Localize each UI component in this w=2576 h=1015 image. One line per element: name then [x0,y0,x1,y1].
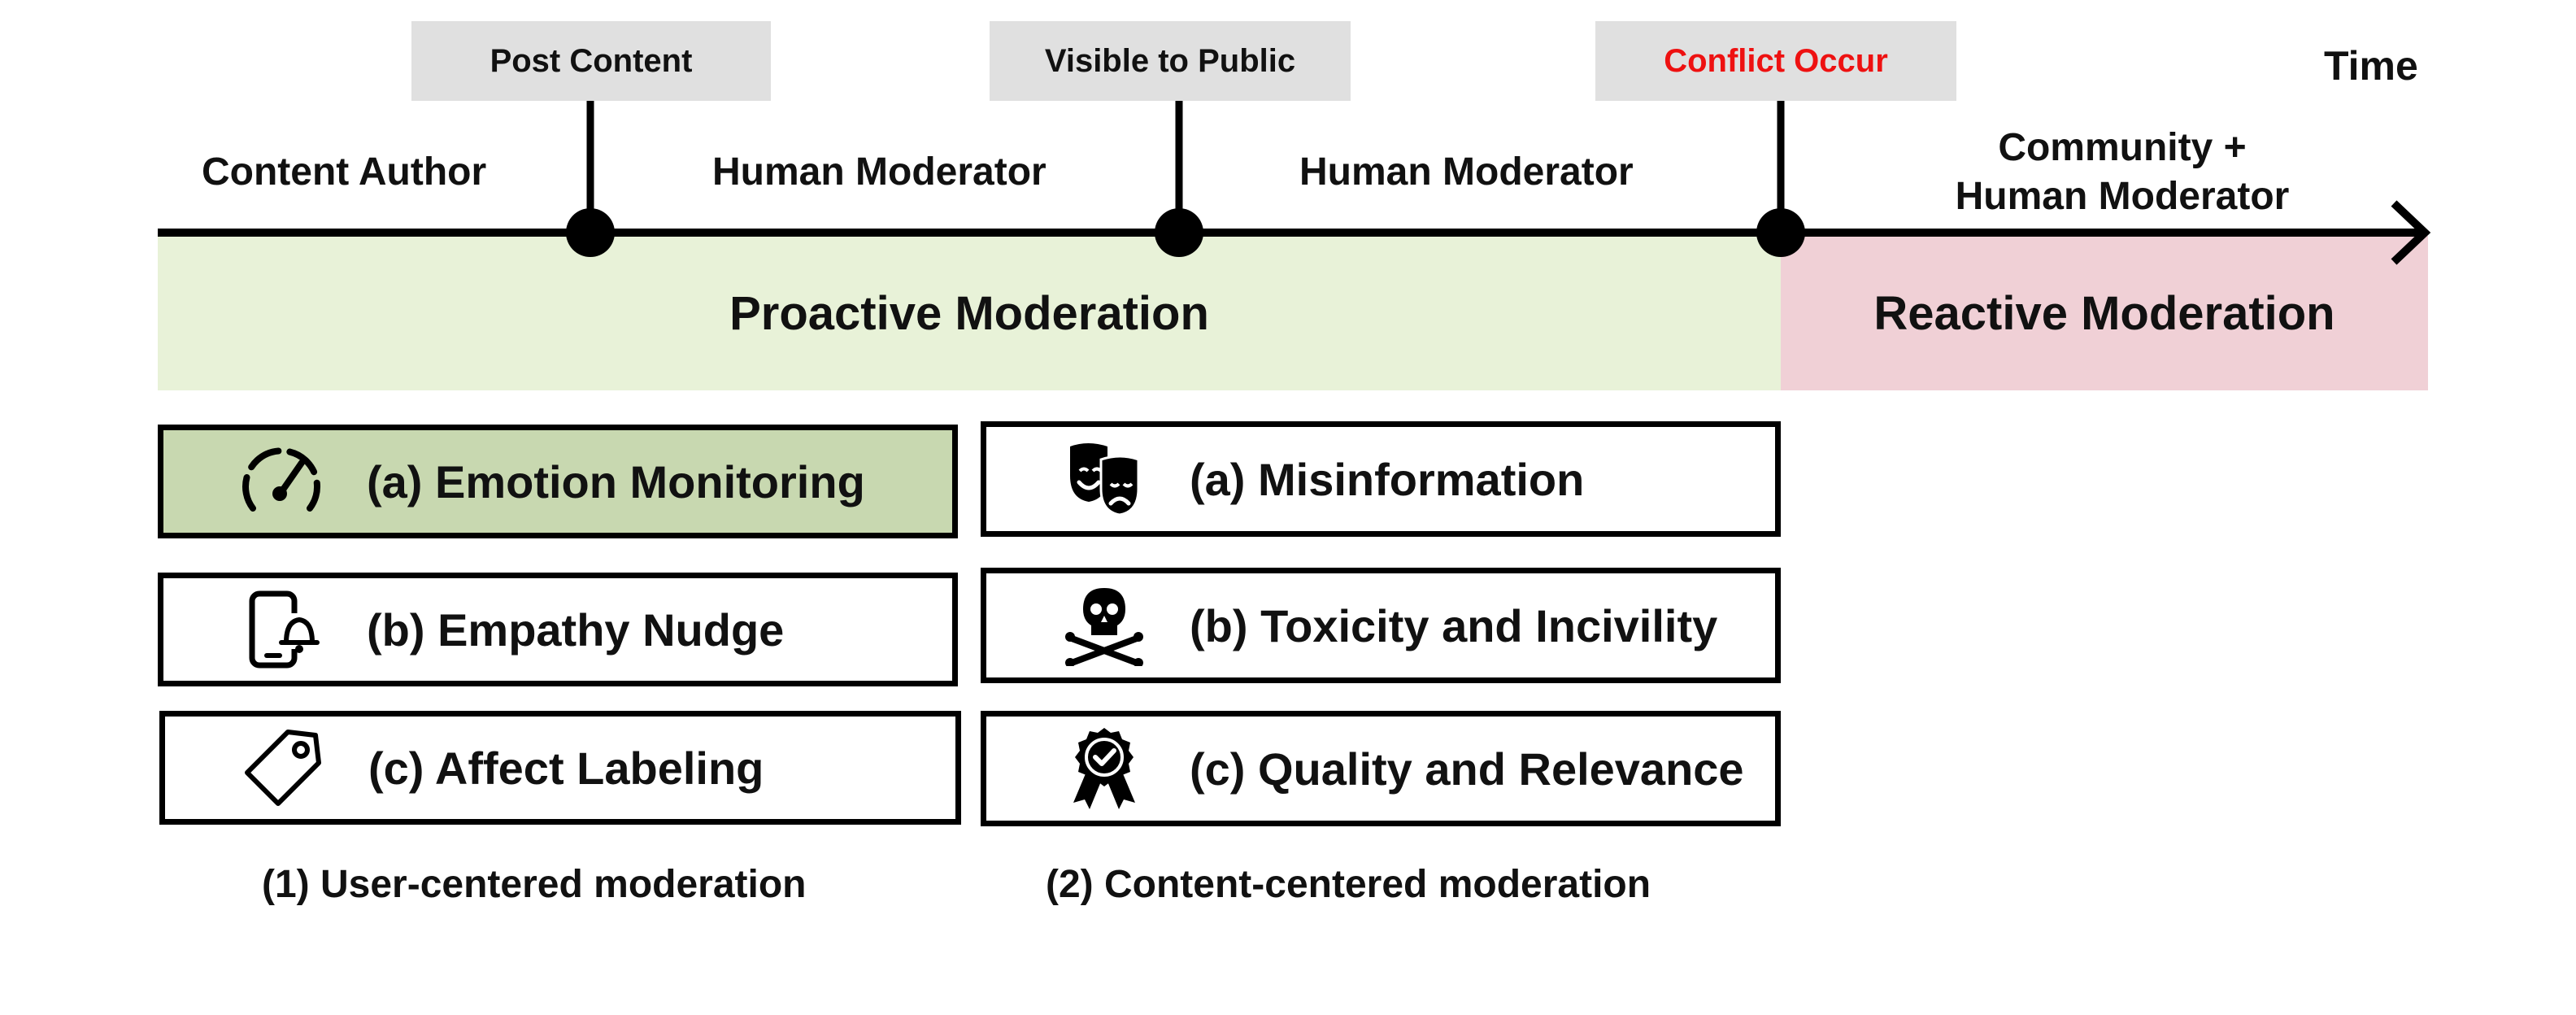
card-toxicity-incivility: (b) Toxicity and Incivility [981,568,1781,683]
card-empathy-nudge: (b) Empathy Nudge [158,573,958,686]
speedometer-icon [220,430,342,533]
card-misinformation: (a) Misinformation [981,421,1781,537]
card-quality-relevance: (c) Quality and Relevance [981,711,1781,826]
milestone-dot-visible [1155,208,1203,257]
skull-crossbones-icon [1043,573,1165,677]
content-centered-caption: (2) Content-centered moderation [1046,863,1651,906]
card-affect-labeling: (c) Affect Labeling [159,711,961,825]
card-label: (b) Toxicity and Incivility [1190,599,1718,651]
event-visible-to-public: Visible to Public [990,21,1351,101]
milestone-dot-post [566,208,615,257]
timeline-axis [158,101,2431,265]
card-label: (a) Misinformation [1190,453,1585,505]
card-label: (c) Affect Labeling [368,742,764,794]
card-label: (a) Emotion Monitoring [367,455,865,508]
time-axis-label: Time [2324,43,2418,89]
actor-content-author: Content Author [202,150,487,194]
card-label: (b) Empathy Nudge [367,603,785,656]
tag-icon [222,717,344,819]
proactive-moderation-band: Proactive Moderation [158,236,1781,390]
reactive-moderation-label: Reactive Moderation [1873,286,2335,340]
actor-human-moderator-2: Human Moderator [1299,150,1634,194]
award-badge-icon [1043,717,1165,821]
milestone-dot-conflict [1756,208,1805,257]
proactive-moderation-label: Proactive Moderation [729,286,1209,340]
card-label: (c) Quality and Relevance [1190,743,1744,795]
event-post-content: Post Content [411,21,771,101]
card-emotion-monitoring: (a) Emotion Monitoring [158,425,958,538]
actor-human-moderator-1: Human Moderator [712,150,1046,194]
user-centered-caption: (1) User-centered moderation [262,863,807,906]
reactive-moderation-band: Reactive Moderation [1781,236,2428,390]
actor-community-human-moderator: Community + Human Moderator [1955,126,2290,218]
event-conflict-occur: Conflict Occur [1595,21,1956,101]
theater-masks-icon [1043,427,1165,531]
phone-bell-icon [220,578,342,681]
